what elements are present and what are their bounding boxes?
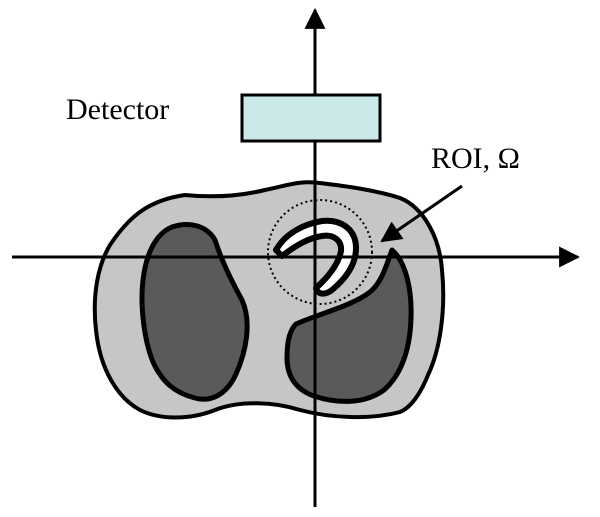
- detector-box: [240, 93, 382, 143]
- roi-pointer-arrow: [380, 184, 463, 243]
- left-lung: [139, 222, 250, 402]
- roi-circle: [267, 199, 373, 305]
- heart-structure: [273, 217, 359, 297]
- detector-label: Detector: [66, 93, 170, 126]
- roi-label: ROI, Ω: [431, 142, 520, 175]
- right-lung: [284, 247, 414, 404]
